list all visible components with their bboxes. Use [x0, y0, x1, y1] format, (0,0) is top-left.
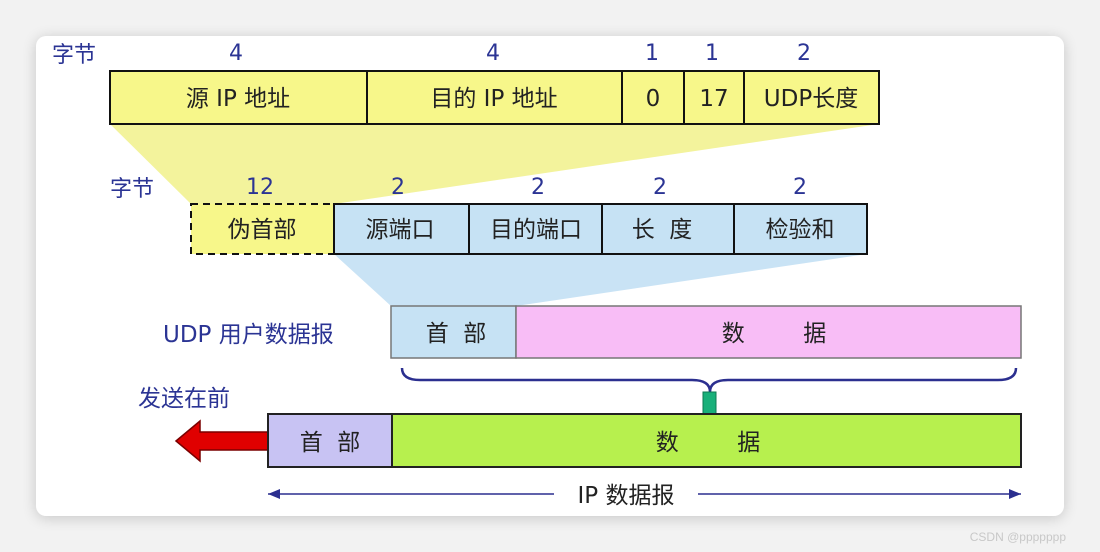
byte-count-src-ip: 4: [229, 41, 243, 66]
byte-label-row1: 字节: [52, 43, 96, 68]
byte-count-protocol: 1: [705, 41, 719, 66]
curly-brace: [400, 367, 1018, 393]
left-arrow-icon: [174, 419, 269, 463]
send-first-label: 发送在前: [138, 386, 230, 412]
byte-count-src-port: 2: [391, 175, 405, 200]
label-checksum: 检验和: [766, 217, 835, 243]
field-src-ip: [109, 70, 368, 125]
ip-datagram-label: IP 数据报: [578, 483, 675, 509]
label-pseudo-header: 伪首部: [228, 217, 297, 243]
pseudo-header-projection: [110, 124, 879, 204]
byte-count-udp-length: 2: [797, 41, 811, 66]
label-src-port: 源端口: [366, 217, 435, 243]
ip-data-label: 数 据: [656, 430, 761, 456]
udp-datagram-label: UDP 用户数据报: [163, 322, 334, 348]
field-src-port: [333, 203, 470, 255]
label-src-ip: 源 IP 地址: [186, 86, 290, 112]
udp-header-projection: [334, 254, 867, 306]
diagram-card: 字节 4 4 1 1 2 源 IP 地址 目的 IP 地址 0 17 UDP长度…: [36, 36, 1064, 516]
label-udp-length: UDP长度: [764, 86, 858, 112]
watermark: CSDN @ppppppp: [969, 530, 1066, 544]
byte-count-dst-ip: 4: [486, 41, 500, 66]
field-zero: [621, 70, 685, 125]
byte-count-zero: 1: [645, 41, 659, 66]
udp-datagram-bar: 首 部 数 据: [390, 305, 1022, 359]
udp-data-label: 数 据: [722, 321, 827, 347]
byte-count-length: 2: [653, 175, 667, 200]
field-checksum: [733, 203, 868, 255]
label-dst-ip: 目的 IP 地址: [430, 86, 557, 112]
ip-datagram-span: IP 数据报: [268, 483, 1021, 509]
udp-header-label: 首 部: [426, 321, 487, 347]
byte-count-pseudo: 12: [246, 175, 274, 200]
udp-ip-encapsulation-diagram: 字节 4 4 1 1 2 源 IP 地址 目的 IP 地址 0 17 UDP长度…: [52, 41, 1022, 509]
span-left-arrowhead: [268, 489, 280, 499]
byte-count-checksum: 2: [793, 175, 807, 200]
ip-data-block: [391, 413, 1022, 468]
span-right-arrowhead: [1009, 489, 1021, 499]
label-zero: 0: [646, 86, 661, 112]
label-dst-port: 目的端口: [490, 217, 582, 243]
ip-header-block: [267, 413, 393, 468]
label-protocol: 17: [699, 86, 728, 112]
udp-data-block: [515, 305, 1022, 359]
field-udp-length: [743, 70, 880, 125]
ip-header-label: 首 部: [300, 430, 361, 456]
field-dst-ip: [366, 70, 623, 125]
label-length: 长 度: [632, 217, 693, 243]
udp-header-block: [390, 305, 517, 359]
field-pseudo-header: [190, 203, 335, 255]
byte-label-row2: 字节: [110, 177, 154, 202]
byte-count-dst-port: 2: [531, 175, 545, 200]
udp-header-bar: 伪首部 源端口 目的端口 长 度 检验和: [190, 203, 868, 255]
pseudo-header-bar: 源 IP 地址 目的 IP 地址 0 17 UDP长度: [109, 70, 880, 125]
ip-datagram-bar: 首 部 数 据: [267, 413, 1022, 468]
